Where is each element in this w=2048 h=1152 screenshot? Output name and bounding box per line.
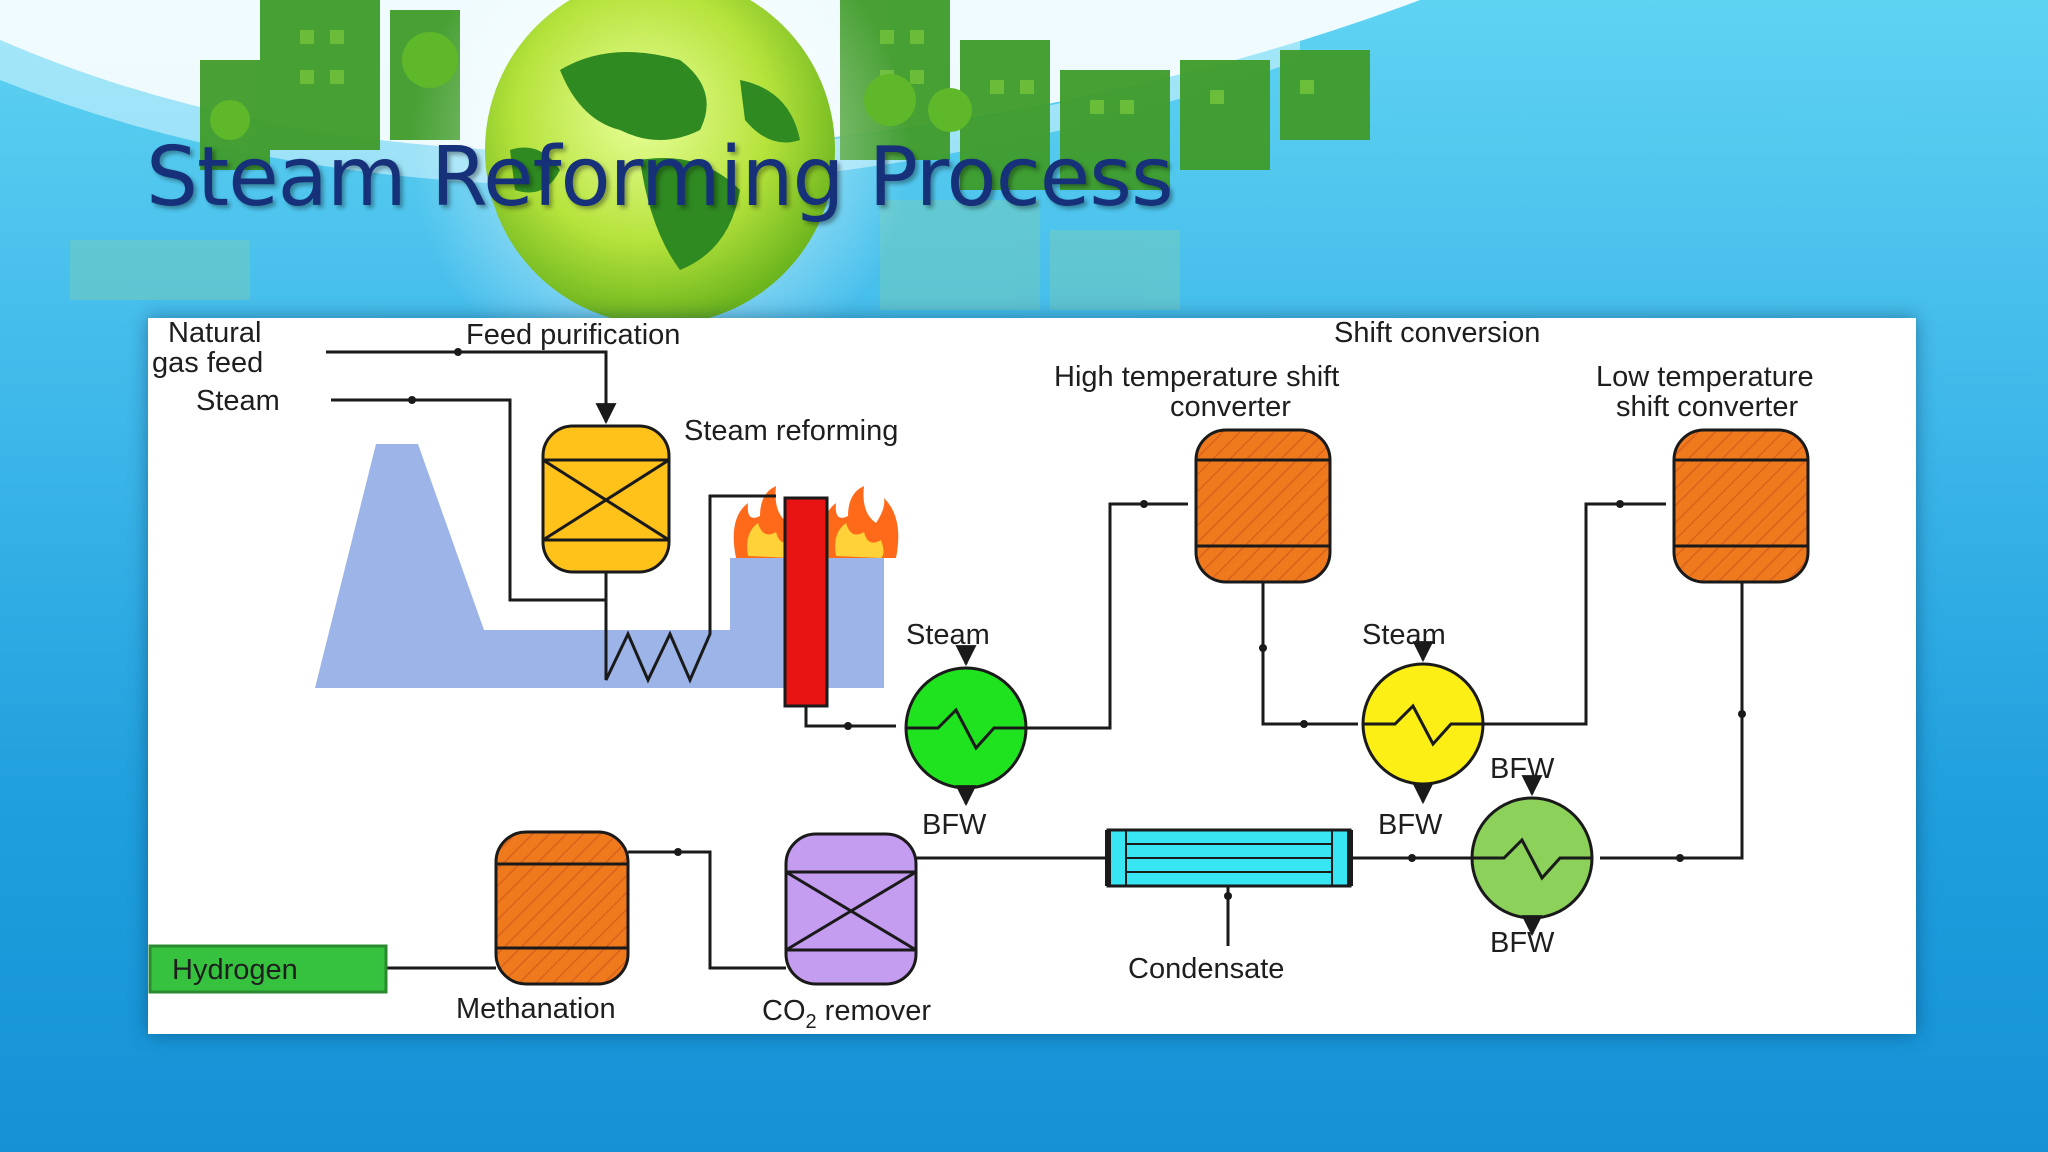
feed-lines [326, 348, 896, 730]
reformer-tube [783, 496, 829, 708]
label-steam-inlet: Steam [196, 385, 280, 417]
high-temp-heat-exchanger [904, 645, 1028, 807]
line-hx2-to-lts [1483, 502, 1666, 726]
label-lts-line1: Low temperature [1596, 361, 1814, 393]
label-bfw-hx3-bottom: BFW [1490, 927, 1555, 959]
label-gas-feed: gas feed [152, 347, 263, 379]
label-co2-remover: CO2 remover [762, 995, 931, 1033]
label-co2-prefix: CO [762, 995, 806, 1027]
label-steam-reforming: Steam reforming [684, 415, 898, 447]
label-lts-line2: shift converter [1616, 391, 1798, 423]
label-bfw-hx1: BFW [922, 809, 987, 841]
label-shift-conversion: Shift conversion [1334, 318, 1540, 349]
label-hts-line1: High temperature shift [1054, 361, 1339, 393]
label-co2-suffix: remover [817, 995, 932, 1027]
process-diagram-panel: Natural gas feed Steam Feed purification… [148, 318, 1916, 1034]
condenser [1105, 828, 1353, 946]
burner-flames-icon [733, 486, 899, 558]
label-natural: Natural [168, 318, 262, 349]
label-steam-hx1: Steam [906, 619, 990, 651]
reformer-furnace [315, 444, 884, 688]
line-hts-to-hx2 [1261, 582, 1358, 726]
slide-title: Steam Reforming Process [146, 130, 1174, 225]
feed-purification-vessel [541, 424, 671, 574]
line-co2-remover-to-methanation [628, 850, 786, 970]
label-condensate: Condensate [1128, 953, 1284, 985]
label-co2-subscript: 2 [806, 1011, 817, 1033]
label-hts-line2: converter [1170, 391, 1291, 423]
co2-remover-vessel [784, 832, 918, 986]
low-temp-shift-converter [1672, 428, 1810, 584]
label-feed-purification: Feed purification [466, 319, 680, 351]
high-temp-shift-converter [1194, 428, 1332, 584]
methanation-vessel [494, 830, 630, 986]
label-methanation: Methanation [456, 993, 616, 1025]
label-steam-hx2: Steam [1362, 619, 1446, 651]
bfw-heat-exchanger [1470, 775, 1594, 937]
steam-reforming-flow-diagram: Natural gas feed Steam Feed purification… [148, 318, 1814, 1033]
label-hydrogen: Hydrogen [172, 954, 298, 986]
hydrogen-product-box [148, 944, 388, 994]
line-hx1-to-hts [1026, 502, 1188, 730]
label-bfw-hx2: BFW [1378, 809, 1443, 841]
line-lts-to-hx3 [1600, 582, 1744, 860]
label-bfw-hx3-top: BFW [1490, 753, 1555, 785]
low-temp-heat-exchanger [1361, 641, 1485, 805]
